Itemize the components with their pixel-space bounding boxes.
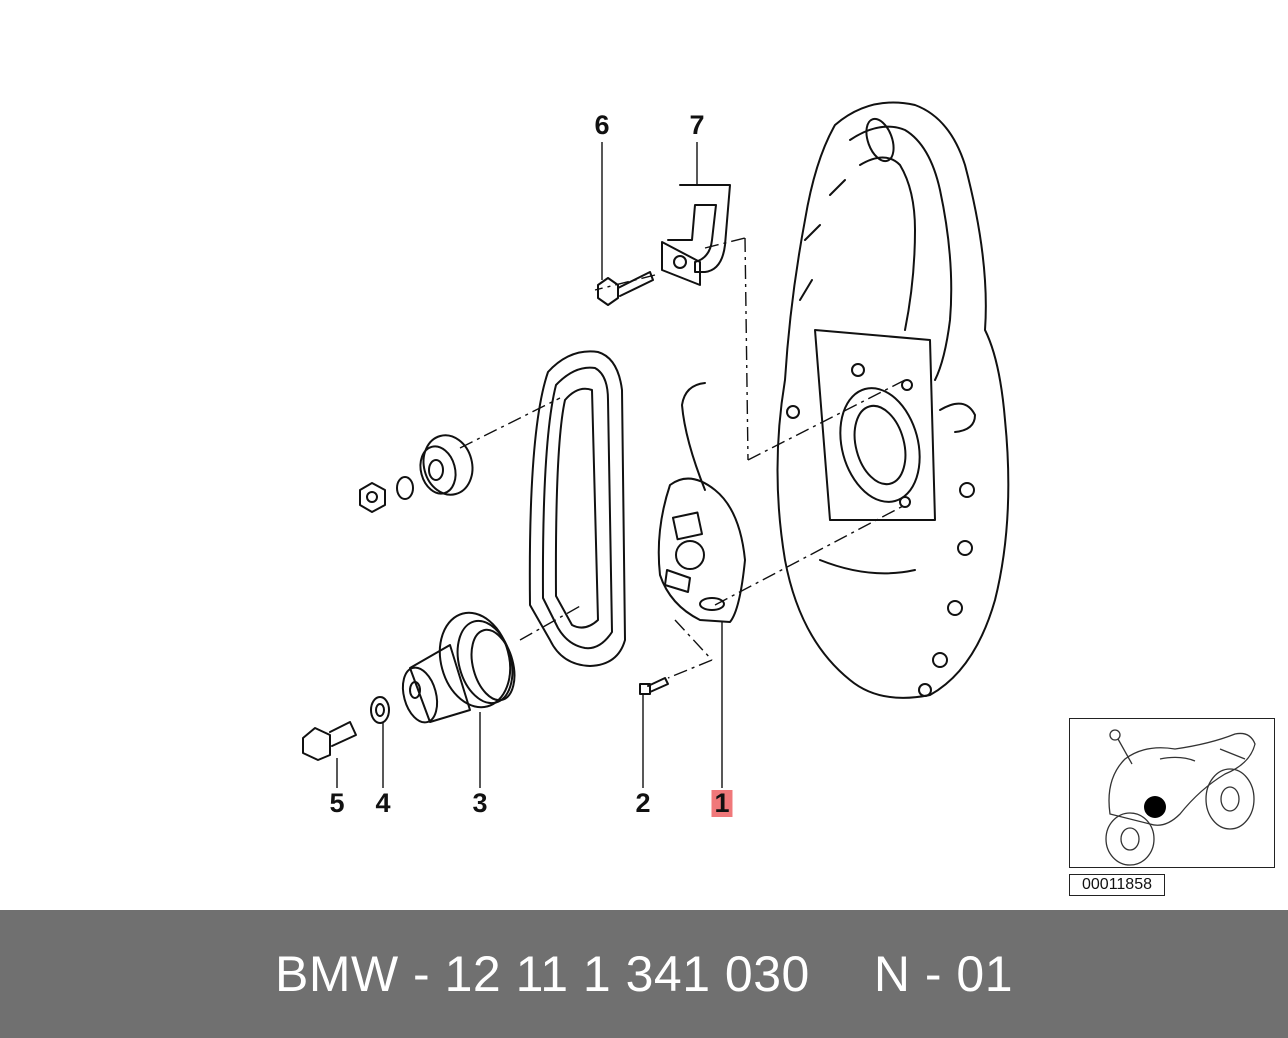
bolt-part-2	[639, 677, 669, 695]
clamp-bracket-part-7	[661, 184, 731, 286]
callout-6: 6	[594, 110, 610, 140]
motorcycle-icon	[1105, 729, 1256, 866]
washer-part-4	[370, 696, 390, 724]
callout-1-highlighted: 1	[711, 790, 733, 817]
callout-4: 4	[375, 788, 391, 818]
diagram-code-text: N - 01	[873, 946, 1014, 1002]
callout-3: 3	[472, 788, 488, 818]
footer-text: BMW - 12 11 1 341 030 N - 01	[0, 910, 1288, 1038]
motorcycle-location-inset	[1069, 718, 1275, 868]
callout-2: 2	[635, 788, 651, 818]
pulley-part-3	[401, 611, 516, 724]
inset-code-label: 00011858	[1069, 874, 1165, 896]
upper-pulley-assembly	[359, 434, 474, 513]
hex-bolt-part-5	[302, 721, 357, 761]
parts-diagram	[302, 101, 1010, 788]
sensor-plate-part-1	[657, 382, 746, 623]
drive-belt	[528, 350, 626, 667]
callout-7: 7	[689, 110, 705, 140]
engine-cover-housing	[776, 101, 1010, 699]
footer-bar: BMW - 12 11 1 341 030 N - 01	[0, 910, 1288, 1038]
callout-5: 5	[329, 788, 345, 818]
part-number-text: BMW - 12 11 1 341 030	[274, 946, 810, 1002]
